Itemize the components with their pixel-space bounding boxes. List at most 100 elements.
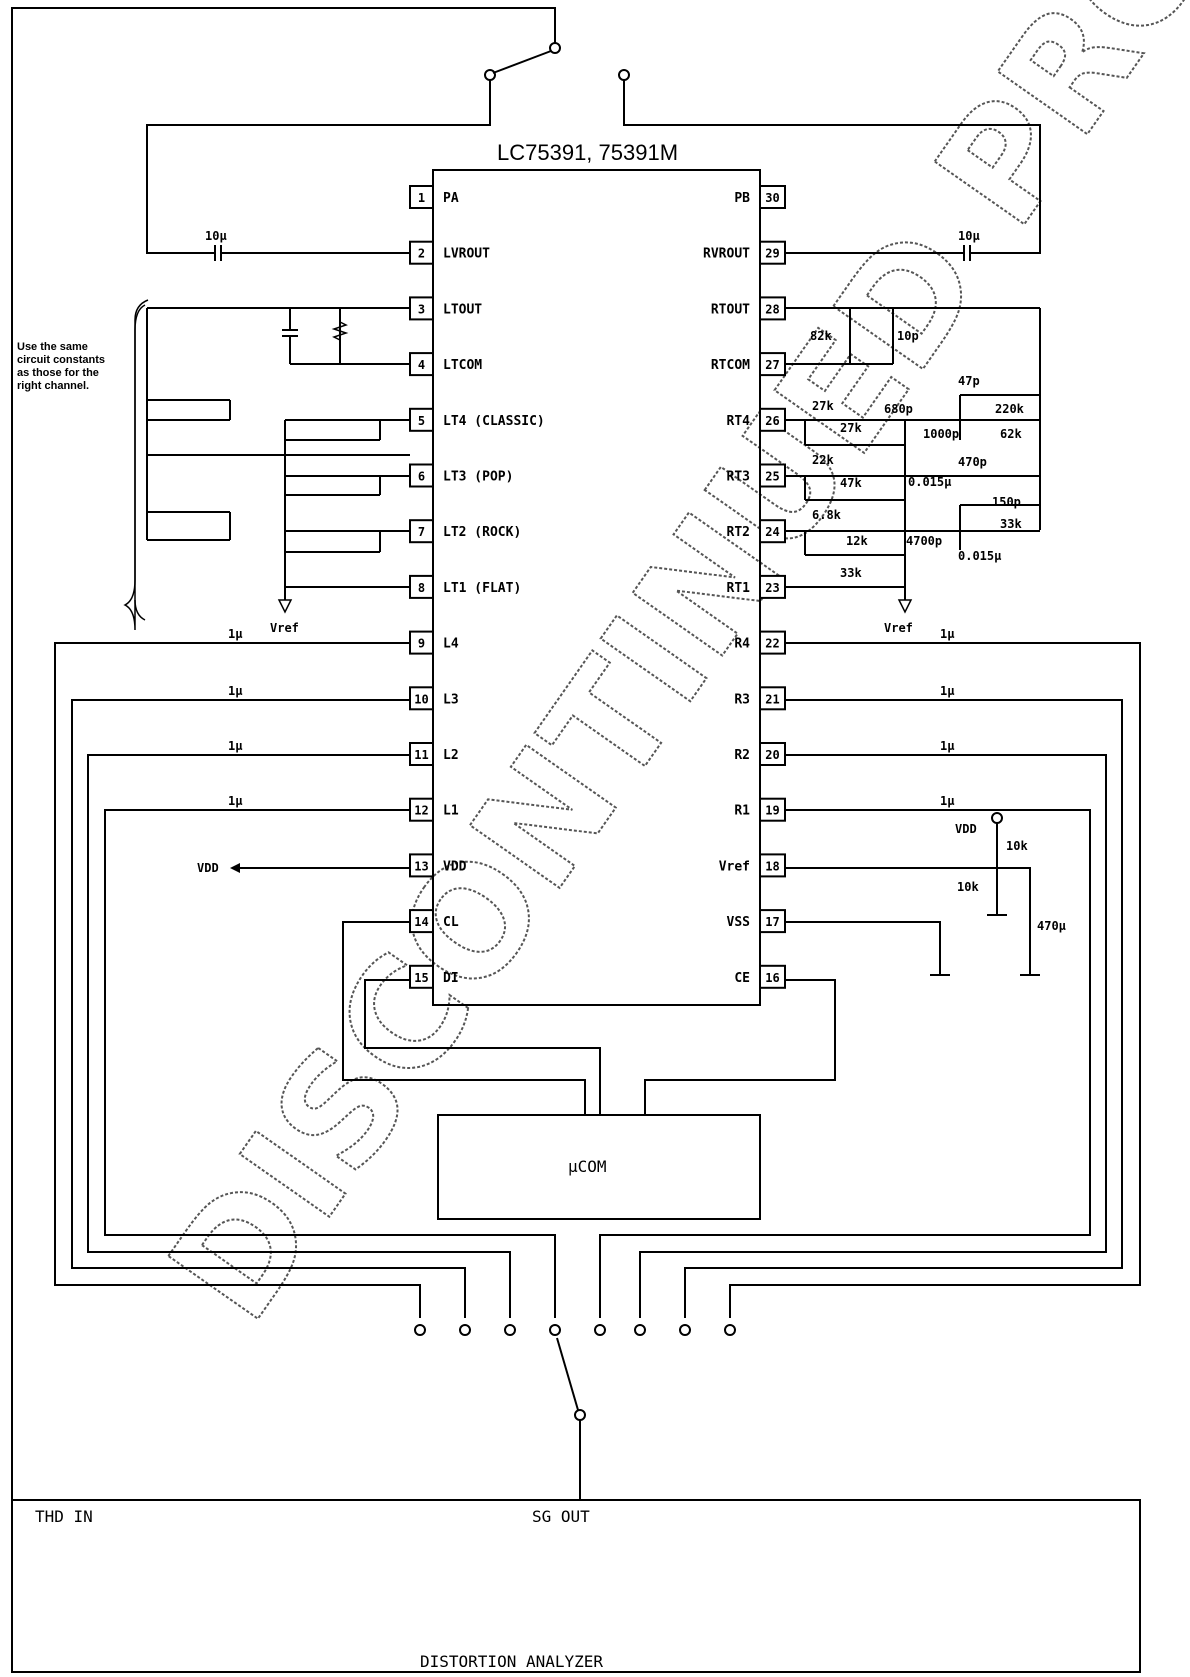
discontinued-watermark: DISCONTINUED PRODUCT: [136, 0, 1190, 1352]
pin-11: 11 L2: [409, 742, 459, 766]
pin-label: RTOUT: [711, 302, 750, 317]
top-selector-switch: [11, 7, 1041, 1500]
pin-label: CL: [443, 915, 459, 930]
svg-text:33k: 33k: [1000, 517, 1022, 531]
pin-number: 25: [765, 470, 779, 484]
pin-label: L1: [443, 804, 459, 819]
bottom-selector-switch: [414, 1324, 736, 1500]
pin-5: 5 LT4 (CLASSIC): [409, 407, 545, 432]
svg-text:1000p: 1000p: [923, 427, 959, 441]
pin-label: R2: [734, 748, 750, 763]
pin-number: 17: [765, 915, 779, 929]
pin-label: Vref: [719, 859, 750, 874]
svg-text:1μ: 1μ: [940, 739, 954, 753]
pin-label: CE: [734, 971, 750, 986]
svg-text:220k: 220k: [995, 402, 1025, 416]
svg-text:1μ: 1μ: [228, 684, 242, 698]
svg-text:22k: 22k: [812, 453, 834, 467]
pin-label: L2: [443, 748, 459, 763]
svg-text:VDD: VDD: [197, 861, 219, 875]
svg-text:circuit constants: circuit constants: [17, 354, 105, 366]
pin-number: 19: [765, 804, 779, 818]
pin-label: R1: [734, 804, 750, 819]
left-input-lines: 1μ 1μ 1μ 1μ: [54, 627, 556, 1318]
pin-number: 24: [765, 525, 779, 539]
svg-text:1μ: 1μ: [228, 627, 242, 641]
svg-text:as those for the: as those for the: [17, 367, 99, 379]
pin-label: RT1: [727, 581, 751, 596]
pin-18: 18 Vref: [719, 853, 786, 878]
pin-label: LTCOM: [443, 358, 482, 373]
pin-label: LT2 (ROCK): [443, 525, 521, 540]
pin-number: 13: [414, 859, 428, 873]
svg-text:6.8k: 6.8k: [812, 508, 842, 522]
pin-number: 15: [414, 971, 428, 985]
svg-text:4700p: 4700p: [906, 534, 942, 548]
pin-number: 5: [418, 414, 425, 428]
right-pin-group: 30PB29RVROUT28RTOUT27RTCOM26RT425RT324RT…: [703, 185, 786, 989]
pin-number: 18: [765, 859, 779, 873]
svg-text:47k: 47k: [840, 476, 862, 490]
svg-text:0.015μ: 0.015μ: [958, 549, 1001, 563]
lvrout-capacitor: 10μ: [205, 229, 410, 261]
pin-label: LT4 (CLASSIC): [443, 414, 545, 429]
pin-number: 1: [418, 191, 425, 205]
svg-text:82k: 82k: [810, 329, 832, 343]
svg-text:27k: 27k: [812, 399, 834, 413]
svg-text:62k: 62k: [1000, 427, 1022, 441]
pin-number: 2: [418, 247, 425, 261]
pin-number: 9: [418, 637, 425, 651]
svg-text:12k: 12k: [846, 534, 868, 548]
mcom-label: μCOM: [568, 1157, 607, 1176]
svg-text:VDD: VDD: [955, 822, 977, 836]
pin-number: 21: [765, 692, 779, 706]
thd-in-label: THD IN: [35, 1507, 93, 1526]
pin-number: 30: [765, 191, 779, 205]
pin-number: 4: [418, 358, 425, 372]
svg-text:10k: 10k: [1006, 839, 1028, 853]
left-channel-note: Use the same circuit constants as those …: [17, 341, 105, 392]
analyzer-label: DISTORTION ANALYZER: [420, 1652, 603, 1671]
pin-number: 11: [414, 748, 428, 762]
right-input-lines: 1μ 1μ 1μ 1μ: [599, 627, 1141, 1318]
pin-number: 10: [414, 692, 428, 706]
pin-label: L3: [443, 692, 459, 707]
pin-label: RVROUT: [703, 247, 750, 262]
pin-number: 7: [418, 525, 425, 539]
pin-label: PB: [734, 191, 750, 206]
pin-6: 6 LT3 (POP): [409, 463, 513, 488]
chip-title: LC75391, 75391M: [497, 140, 678, 165]
distortion-analyzer-box: [11, 1499, 1141, 1673]
svg-text:33k: 33k: [840, 566, 862, 580]
pin-number: 6: [418, 470, 425, 484]
pin-19: 19 R1: [734, 797, 786, 822]
pin-number: 22: [765, 637, 779, 651]
svg-text:Vref: Vref: [270, 621, 299, 635]
pin-label: R3: [734, 692, 750, 707]
pin-label: LT1 (FLAT): [443, 581, 521, 596]
pin-label: VSS: [727, 915, 751, 930]
pin-number: 23: [765, 581, 779, 595]
pin-label: LT3 (POP): [443, 470, 513, 485]
svg-text:470μ: 470μ: [1037, 919, 1066, 933]
svg-text:right channel.: right channel.: [17, 380, 89, 392]
svg-text:1μ: 1μ: [940, 627, 954, 641]
svg-text:470p: 470p: [958, 455, 987, 469]
pin-23: 23 RT1: [727, 574, 786, 599]
pin-label: RT4: [727, 414, 751, 429]
pin-number: 8: [418, 581, 425, 595]
svg-text:1μ: 1μ: [940, 684, 954, 698]
svg-text:1μ: 1μ: [228, 794, 242, 808]
svg-text:1μ: 1μ: [940, 794, 954, 808]
pin-30: 30 PB: [734, 185, 786, 209]
